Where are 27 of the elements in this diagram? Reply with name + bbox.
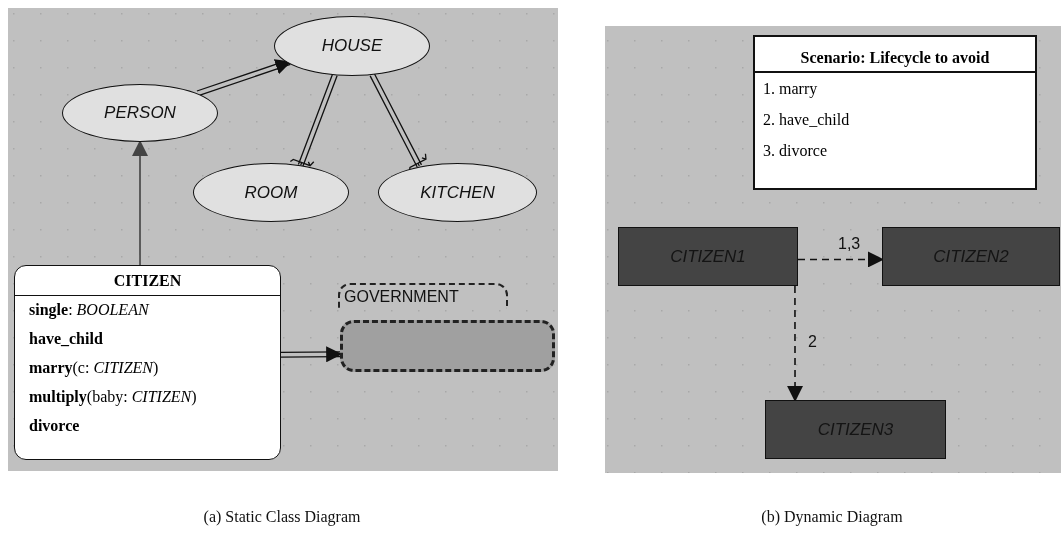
class-feature: have_child [28, 329, 104, 349]
arrow [132, 140, 148, 266]
object-box [882, 227, 1060, 286]
arrow [787, 285, 804, 402]
cluster-label: GOVERNMENT [338, 283, 508, 309]
class-feature: multiply(baby: CITIZEN) [28, 387, 198, 408]
figure-caption: (b) Dynamic Diagram [761, 508, 903, 526]
arrow [797, 251, 884, 268]
scenario-box [753, 35, 1037, 190]
scenario-step: 3. divorce [755, 135, 1035, 166]
scenario-step: 1. marry [755, 73, 1035, 104]
figure-caption: (a) Static Class Diagram [203, 508, 361, 526]
class-name: ROOM [244, 182, 298, 203]
class-feature: divorce [28, 416, 81, 436]
class-name: HOUSE [321, 36, 383, 56]
class-name: CITIZEN [15, 266, 280, 296]
class-box [14, 265, 281, 460]
scenario-title: Scenario: Lifecycle to avoid [755, 37, 1035, 73]
scenario-step: 2. have_child [755, 104, 1035, 135]
object-box [765, 400, 946, 459]
class-feature: single: BOOLEAN [28, 300, 151, 321]
class-name: PERSON [104, 103, 176, 123]
object-box [618, 227, 798, 286]
class-name: KITCHEN [420, 182, 495, 203]
class-feature: marry(c: CITIZEN) [28, 358, 160, 379]
edge-label: 1,3 [837, 235, 862, 254]
arrow [196, 59, 292, 97]
